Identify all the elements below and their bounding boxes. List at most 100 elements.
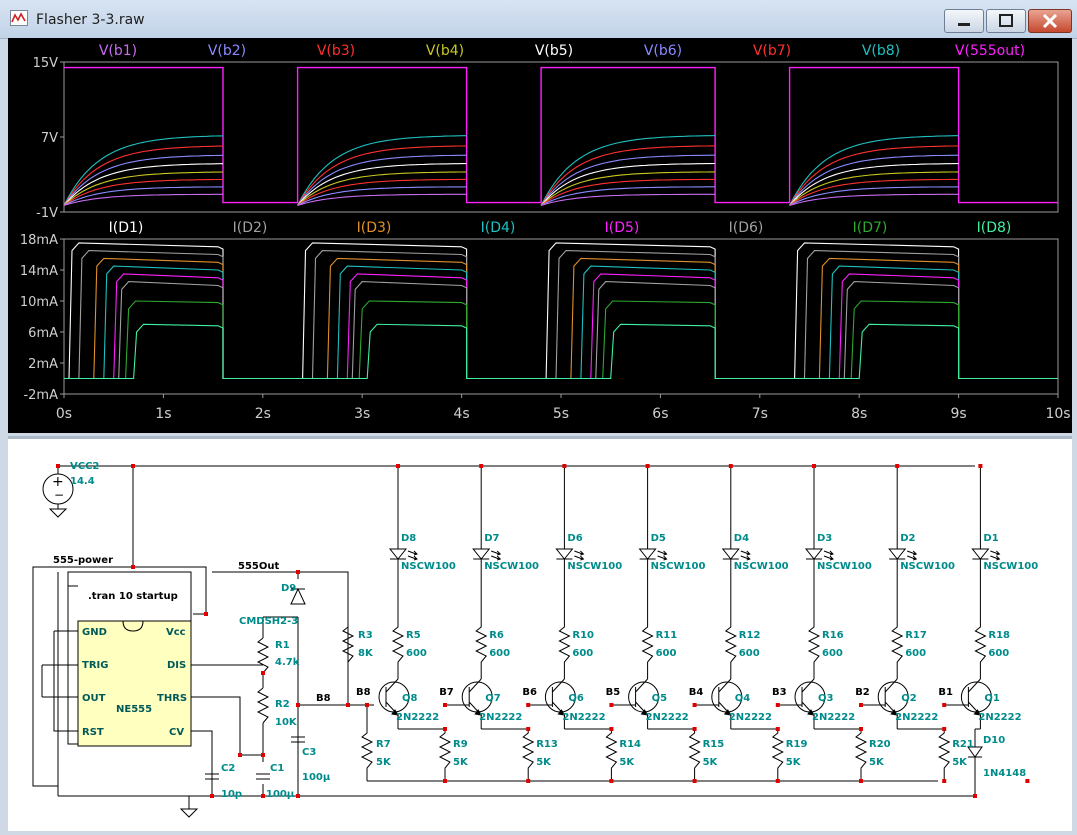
trace-vb7 [63, 145, 959, 206]
junction-dot [261, 753, 265, 757]
r7-name: R7 [376, 739, 391, 750]
trace-label-v555out[interactable]: V(555out) [955, 43, 1025, 59]
x-tick-label: 9s [950, 406, 966, 422]
diode-d9[interactable]: D9 CMDSH2-3 [239, 583, 306, 627]
x-tick-label: 1s [155, 406, 171, 422]
junction-dot [443, 703, 447, 707]
trace-label-id8[interactable]: I(D8) [977, 220, 1012, 236]
window-title: Flasher 3-3.raw [36, 12, 145, 28]
trace-555out [64, 66, 1058, 204]
led-name: D8 [401, 533, 416, 544]
junction-dot [728, 464, 733, 468]
pin-thrs: THRS [157, 693, 187, 704]
schematic-canvas[interactable]: + − VCC2 14.4 555-power 555Out .tran 10 … [8, 439, 1072, 831]
trace-label-id1[interactable]: I(D1) [109, 220, 144, 236]
x-tick-label: 5s [553, 406, 569, 422]
trace-label-id6[interactable]: I(D6) [729, 220, 764, 236]
base-net-label: B3 [772, 687, 787, 698]
ne555-ic[interactable]: GND TRIG OUT RST Vcc DIS THRS CV NE555 [77, 620, 192, 747]
voltage-source-vcc2[interactable]: + − VCC2 14.4 [42, 461, 99, 518]
junction-dot [942, 703, 947, 707]
c2-value: 10p [221, 789, 242, 800]
trace-label-vb4[interactable]: V(b4) [426, 43, 464, 59]
trace-label-vb1[interactable]: V(b1) [99, 43, 137, 59]
y-tick-label: 14mA [20, 264, 58, 279]
waveform-viewer[interactable]: V(b1) V(b2) V(b3) V(b4) V(b5) V(b6) V(b7) V(b8)… [8, 38, 1072, 433]
trace-label-vb3[interactable]: V(b3) [317, 43, 355, 59]
led-model: NSCW100 [817, 561, 872, 572]
minimize-button[interactable] [944, 9, 984, 33]
trace-label-vb5[interactable]: V(b5) [535, 43, 573, 59]
emitter-resistor-name: R15 [703, 739, 725, 750]
diode-d10[interactable]: D10 1N4148 [967, 729, 1026, 796]
capacitor-c2[interactable]: C2 10p [205, 763, 242, 800]
r2-value: 10K [275, 717, 298, 728]
c3-value: 100µ [302, 772, 331, 783]
junction-dot [609, 779, 614, 783]
trace-label-id4[interactable]: I(D4) [481, 220, 516, 236]
trace-label-id3[interactable]: I(D3) [357, 220, 392, 236]
spice-directive[interactable]: .tran 10 startup [88, 591, 178, 602]
resistor-r7[interactable]: R7 5K [360, 721, 392, 781]
net-label-555-power: 555-power [53, 555, 113, 566]
resistor-r2[interactable]: R2 10K [256, 687, 298, 728]
collector-resistor-value: 600 [406, 648, 427, 659]
junction-dot [296, 703, 300, 707]
collector-resistor-name: R16 [822, 630, 844, 641]
trace-label-vb6[interactable]: V(b6) [644, 43, 682, 59]
maximize-button[interactable] [986, 9, 1026, 33]
junction-dot [443, 779, 447, 783]
close-icon [1042, 13, 1058, 29]
trace-label-id7[interactable]: I(D7) [853, 220, 888, 236]
base-net-label: B4 [689, 687, 704, 698]
schematic-editor[interactable]: + − VCC2 14.4 555-power 555Out .tran 10 … [8, 436, 1072, 831]
close-button[interactable] [1028, 9, 1072, 33]
junction-dot [859, 703, 863, 707]
junction-dot [131, 565, 135, 569]
resistor-r1[interactable]: R1 4.7k [256, 637, 300, 674]
waveform-plot[interactable]: V(b1) V(b2) V(b3) V(b4) V(b5) V(b6) V(b7) V(b8)… [8, 38, 1072, 433]
collector-resistor-value: 600 [905, 648, 926, 659]
trace-label-id5[interactable]: I(D5) [605, 220, 640, 236]
x-tick-label: 7s [752, 406, 768, 422]
resistor-r3[interactable]: R3 8K [341, 617, 374, 705]
junction-dot [609, 727, 614, 731]
y-tick-label: 15V [33, 56, 59, 71]
trace-label-id2[interactable]: I(D2) [233, 220, 268, 236]
collector-resistor-value: 600 [489, 648, 510, 659]
trace-label-vb8[interactable]: V(b8) [862, 43, 900, 59]
trace-label-vb7[interactable]: V(b7) [753, 43, 791, 59]
trace-label-vb2[interactable]: V(b2) [208, 43, 246, 59]
waveform-app-icon [10, 10, 28, 26]
trace-id4 [64, 265, 1058, 380]
capacitor-c1[interactable]: C1 100µ [256, 763, 295, 800]
collector-resistor-value: 600 [739, 648, 760, 659]
x-tick-label: 8s [851, 406, 867, 422]
capacitor-c3[interactable]: C3 100µ [291, 736, 331, 783]
r3-name: R3 [358, 630, 373, 641]
